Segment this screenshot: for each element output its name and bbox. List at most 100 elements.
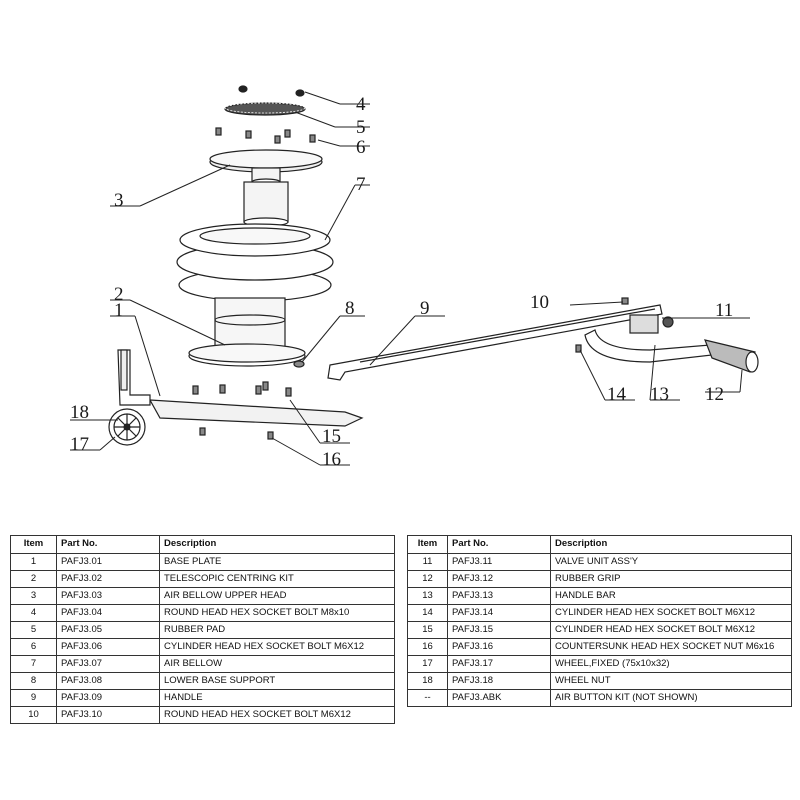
description-cell: AIR BELLOW UPPER HEAD [159, 587, 395, 605]
item-cell: 3 [10, 587, 57, 605]
callout-7: 7 [356, 174, 366, 195]
valve-unit-part-11 [629, 314, 674, 334]
part-no-cell: PAFJ3.09 [56, 689, 160, 707]
bolt-part-15 [192, 381, 292, 397]
item-cell: 7 [10, 655, 57, 673]
description-cell: AIR BUTTON KIT (NOT SHOWN) [550, 689, 792, 707]
description-cell: RUBBER GRIP [550, 570, 792, 588]
description-cell: TELESCOPIC CENTRING KIT [159, 570, 395, 588]
description-cell: COUNTERSUNK HEAD HEX SOCKET NUT M6x16 [550, 638, 792, 656]
bolt-part-4 [238, 85, 305, 97]
item-cell: 10 [10, 706, 57, 724]
part-no-cell: PAFJ3.06 [56, 638, 160, 656]
part-no-cell: PAFJ3.01 [56, 553, 160, 571]
part-no-cell: PAFJ3.10 [56, 706, 160, 724]
part-no-cell: PAFJ3.14 [447, 604, 551, 622]
item-cell: 14 [407, 604, 448, 622]
column-header-part-no: Part No. [56, 535, 160, 554]
callout-18: 18 [70, 402, 89, 423]
bolt-part-14 [575, 344, 582, 353]
bolt-part-6 [215, 127, 316, 144]
item-cell: 5 [10, 621, 57, 639]
telescopic-column [243, 167, 289, 227]
callout-4: 4 [356, 94, 366, 115]
callout-6: 6 [356, 137, 366, 158]
column-header-description: Description [159, 535, 395, 554]
description-cell: HANDLE BAR [550, 587, 792, 605]
description-cell: ROUND HEAD HEX SOCKET BOLT M8x10 [159, 604, 395, 622]
wheel-part-17 [108, 408, 146, 446]
description-cell: CYLINDER HEAD HEX SOCKET BOLT M6X12 [550, 604, 792, 622]
description-cell: BASE PLATE [159, 553, 395, 571]
nut-part-16 [199, 427, 274, 440]
upper-head-plate-part-3 [209, 149, 323, 173]
item-cell: 11 [407, 553, 448, 571]
callout-3: 3 [114, 190, 124, 211]
part-no-cell: PAFJ3.16 [447, 638, 551, 656]
item-cell: 18 [407, 672, 448, 690]
callout-14: 14 [607, 384, 627, 405]
part-no-cell: PAFJ3.03 [56, 587, 160, 605]
description-cell: HANDLE [159, 689, 395, 707]
description-cell: AIR BELLOW [159, 655, 395, 673]
column-header-description: Description [550, 535, 792, 554]
column-header-item: Item [10, 535, 57, 554]
handle-bar-part-13 [584, 329, 713, 363]
callout-12: 12 [705, 384, 724, 405]
description-cell: WHEEL NUT [550, 672, 792, 690]
callout-16: 16 [322, 449, 341, 470]
callout-10: 10 [530, 292, 549, 313]
part-no-cell: PAFJ3.11 [447, 553, 551, 571]
table-header-row: Item Part No. Description [10, 535, 395, 554]
part-no-cell: PAFJ3.02 [56, 570, 160, 588]
description-cell: CYLINDER HEAD HEX SOCKET BOLT M6X12 [159, 638, 395, 656]
part-no-cell: PAFJ3.05 [56, 621, 160, 639]
rubber-grip-part-12 [704, 339, 759, 373]
description-cell: ROUND HEAD HEX SOCKET BOLT M6X12 [159, 706, 395, 724]
item-cell: 4 [10, 604, 57, 622]
item-cell: -- [407, 689, 448, 707]
item-cell: 1 [10, 553, 57, 571]
item-cell: 12 [407, 570, 448, 588]
callout-9: 9 [420, 298, 430, 319]
item-cell: 8 [10, 672, 57, 690]
callout-17: 17 [70, 434, 89, 455]
base-plate-part-1 [117, 349, 364, 427]
part-no-cell: PAFJ3.08 [56, 672, 160, 690]
item-cell: 13 [407, 587, 448, 605]
bolt-part-10 [621, 297, 629, 305]
description-cell: VALVE UNIT ASS'Y [550, 553, 792, 571]
description-cell: RUBBER PAD [159, 621, 395, 639]
callout-11: 11 [715, 300, 733, 321]
part-no-cell: PAFJ3.17 [447, 655, 551, 673]
item-cell: 6 [10, 638, 57, 656]
part-no-cell: PAFJ3.12 [447, 570, 551, 588]
description-cell: CYLINDER HEAD HEX SOCKET BOLT M6X12 [550, 621, 792, 639]
part-no-cell: PAFJ3.15 [447, 621, 551, 639]
part-no-cell: PAFJ3.13 [447, 587, 551, 605]
item-cell: 16 [407, 638, 448, 656]
column-header-item: Item [407, 535, 448, 554]
column-header-part-no: Part No. [447, 535, 551, 554]
exploded-diagram: 4 5 6 3 7 2 1 8 9 10 11 12 13 14 15 16 1… [70, 85, 759, 470]
item-cell: 9 [10, 689, 57, 707]
part-no-cell: PAFJ3.18 [447, 672, 551, 690]
description-cell: WHEEL,FIXED (75x10x32) [550, 655, 792, 673]
part-no-cell: PAFJ3.ABK [447, 689, 551, 707]
item-cell: 15 [407, 621, 448, 639]
callout-15: 15 [322, 426, 341, 447]
item-cell: 17 [407, 655, 448, 673]
